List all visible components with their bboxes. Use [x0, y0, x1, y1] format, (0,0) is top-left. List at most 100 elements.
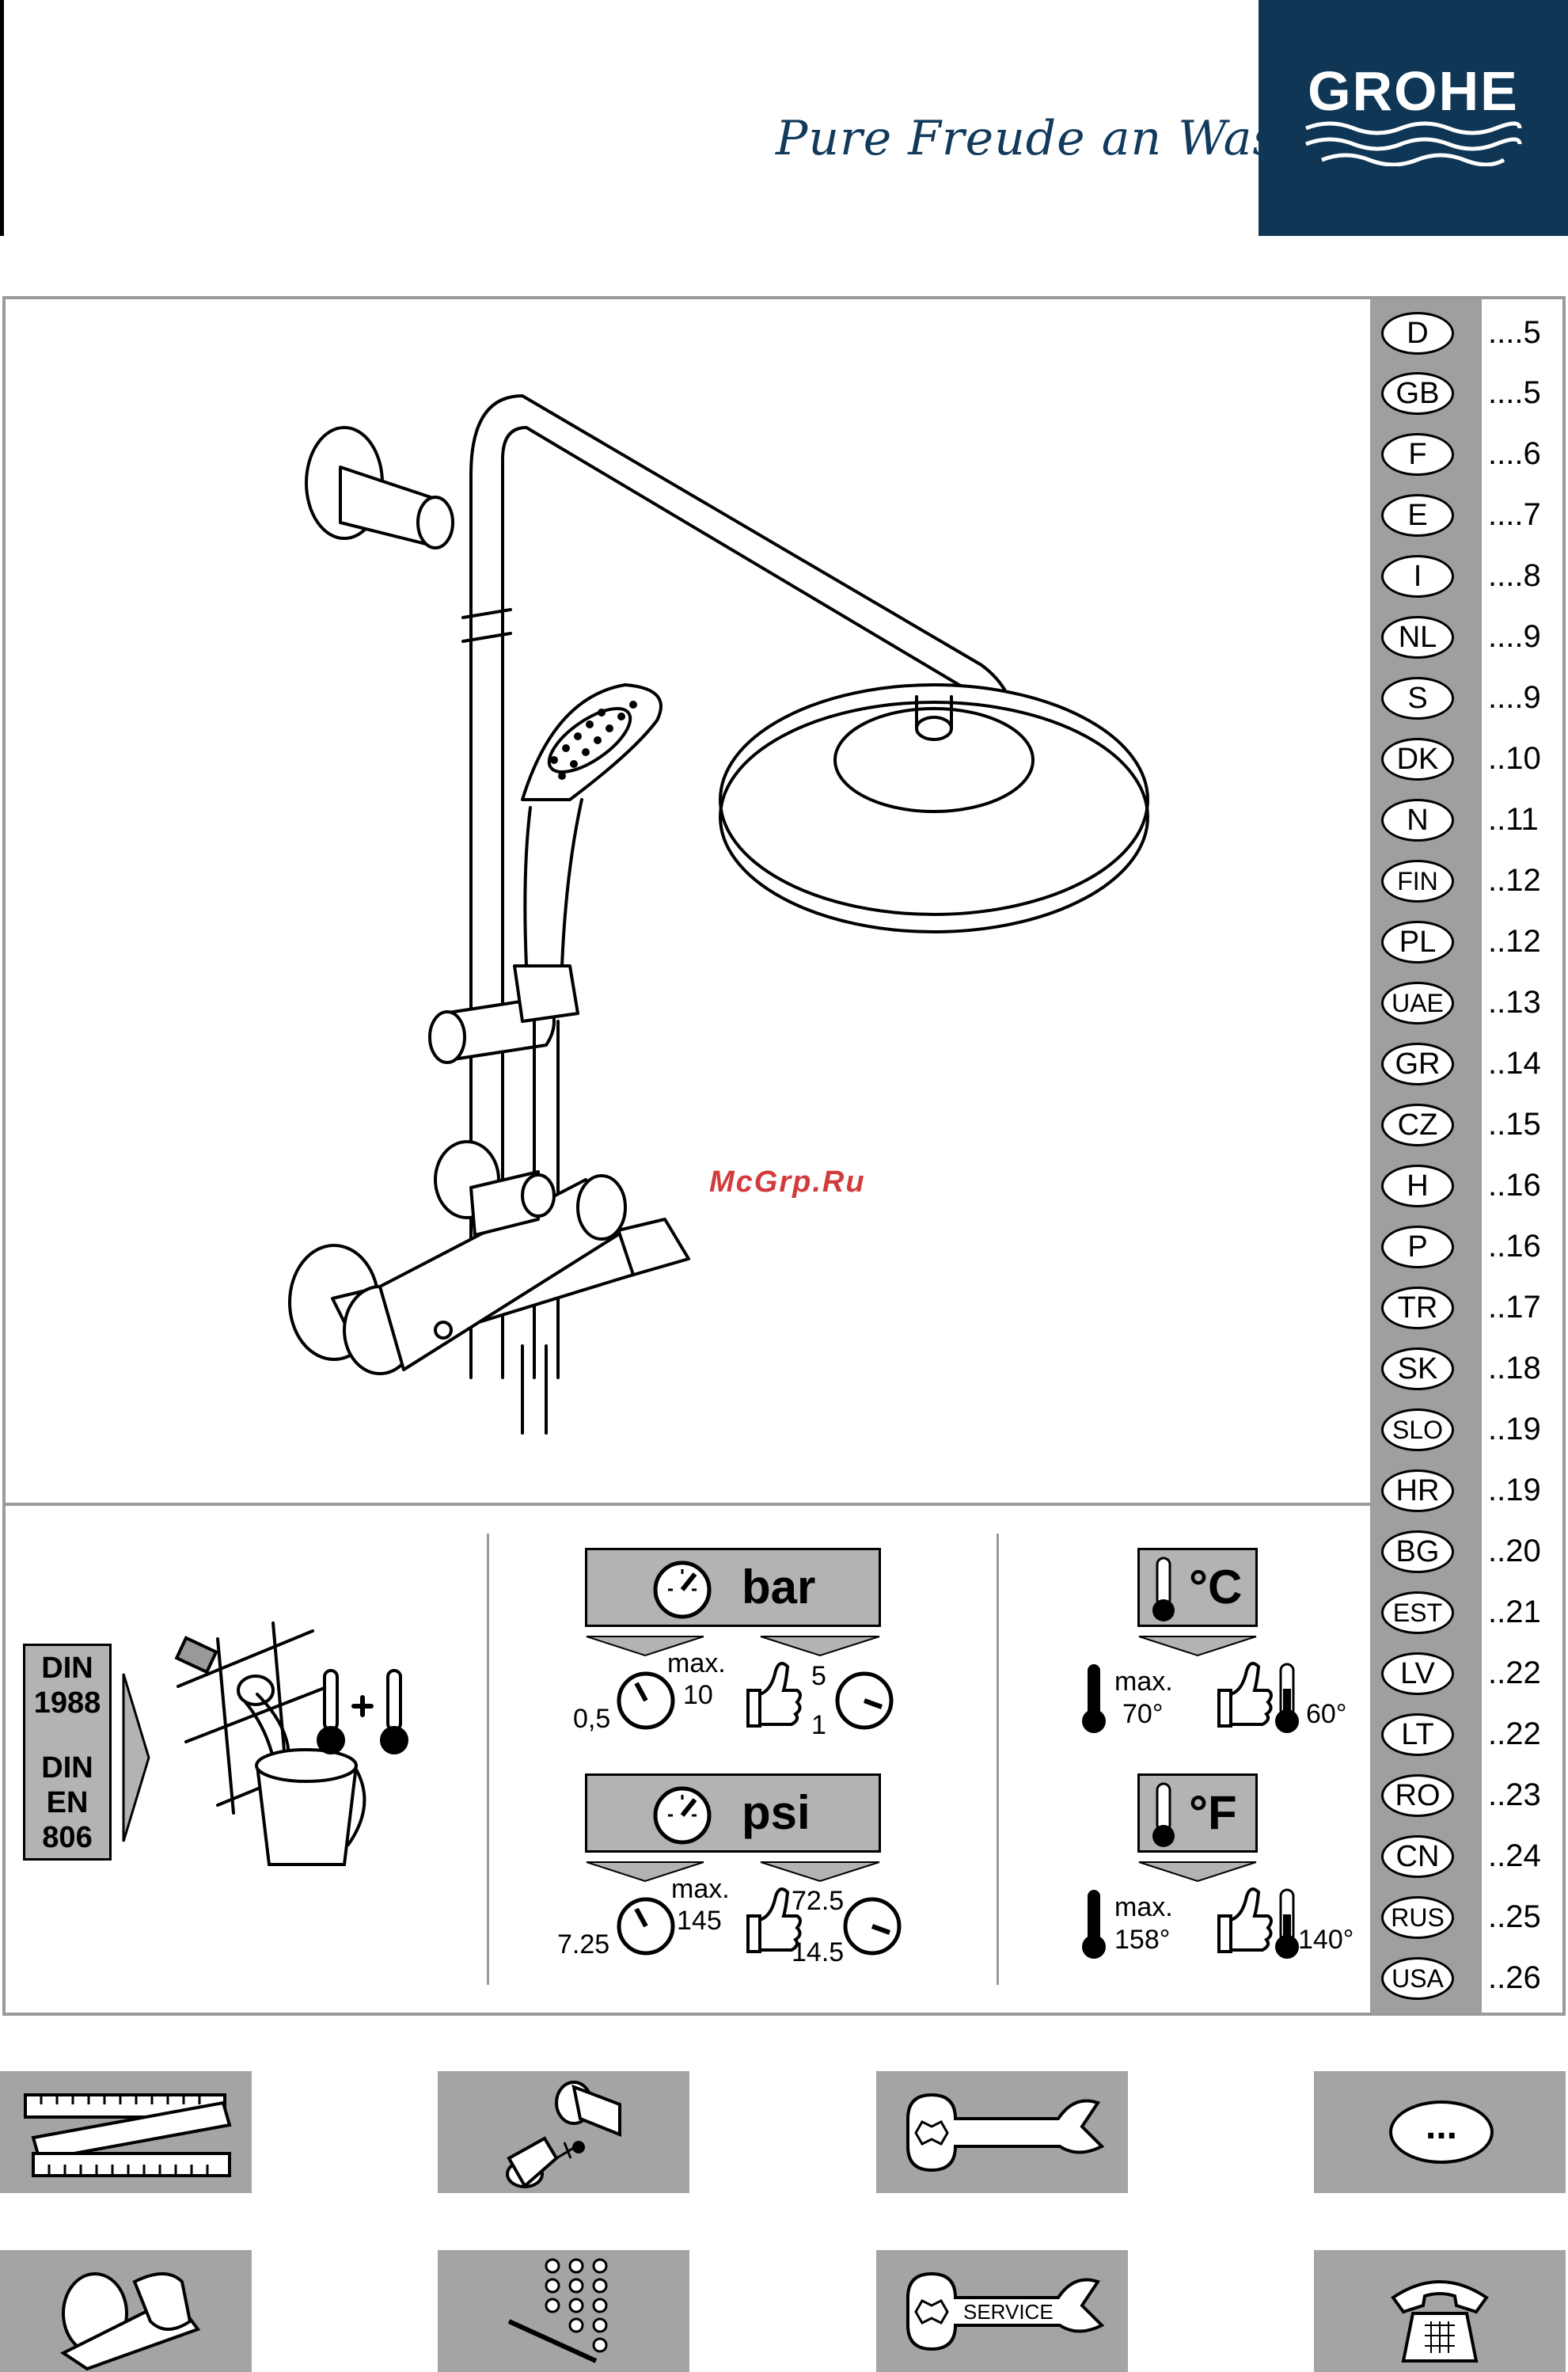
logo-waves-icon [1305, 121, 1522, 166]
lang-row-ro[interactable]: RO ..23 [1381, 1774, 1568, 1819]
celsius-max-label: max. [1114, 1667, 1173, 1697]
tile-dimensions[interactable] [0, 2071, 252, 2193]
thermometer-hot-icon [1082, 1664, 1106, 1733]
thermometer-icon [1275, 1663, 1299, 1733]
pressure-gauge-icon [617, 1671, 675, 1730]
thumbs-up-icon [746, 1887, 802, 1953]
fahrenheit-recommended: 140° [1298, 1925, 1354, 1955]
fahrenheit-max-label: max. [1114, 1892, 1173, 1922]
lang-row-usa[interactable]: USA ..26 [1381, 1957, 1568, 2001]
pressure-gauge-icon [653, 1786, 712, 1845]
tile-spare-parts[interactable] [438, 2071, 689, 2193]
lang-row-est[interactable]: EST ..21 [1381, 1591, 1568, 1636]
flush-pipes-bucket-icon [174, 1621, 408, 1866]
logo-wordmark: GROHE [1308, 60, 1519, 122]
arrow-down-icon [1138, 1636, 1257, 1657]
thumbs-up-icon [1217, 1662, 1273, 1728]
celsius-header: °C [1137, 1548, 1258, 1627]
service-wrench-icon [906, 2271, 1105, 2351]
lang-page: ..17 [1488, 1290, 1541, 1325]
lang-row-cz[interactable]: CZ ..15 [1381, 1104, 1568, 1148]
lang-row-bg[interactable]: BG ..20 [1381, 1530, 1568, 1575]
thermometer-icon [1152, 1557, 1175, 1621]
lang-row-s[interactable]: S ....9 [1381, 677, 1568, 721]
psi-unit: psi [742, 1786, 811, 1839]
more-button[interactable]: ... [1389, 2100, 1494, 2164]
lang-row-rus[interactable]: RUS ..25 [1381, 1896, 1568, 1941]
lang-row-cn[interactable]: CN ..24 [1381, 1835, 1568, 1880]
lang-page: ..16 [1488, 1229, 1541, 1264]
lang-page: ....5 [1488, 315, 1541, 350]
lang-page: ..16 [1488, 1168, 1541, 1203]
lang-code: USA [1381, 1957, 1454, 2000]
main-frame [2, 296, 1566, 2016]
tile-installation[interactable] [876, 2071, 1128, 2193]
tile-more[interactable]: ... [1314, 2071, 1566, 2193]
lang-page: ....9 [1488, 680, 1541, 715]
lang-row-n[interactable]: N ..11 [1381, 799, 1568, 843]
lang-row-pl[interactable]: PL ..12 [1381, 921, 1568, 965]
hand-operation-icon [60, 2272, 201, 2371]
din-text: DIN [41, 1751, 93, 1785]
panel-divider-2 [997, 1534, 999, 1985]
din-text: DIN [41, 1652, 93, 1685]
lang-row-slo[interactable]: SLO ..19 [1381, 1408, 1568, 1453]
bar-recommended-high: 5 [811, 1661, 826, 1691]
lang-code: H [1381, 1165, 1454, 1207]
lang-row-h[interactable]: H ..16 [1381, 1165, 1568, 1209]
lang-code: F [1381, 433, 1454, 476]
split-arrows-icon [586, 1636, 880, 1657]
thermometer-hot-icon [1082, 1890, 1106, 1959]
folding-rule-icon [24, 2093, 232, 2177]
lang-row-tr[interactable]: TR ..17 [1381, 1287, 1568, 1331]
brand-tagline: Pure Freude an Wasser [776, 111, 1356, 166]
lang-page: ..21 [1488, 1595, 1541, 1629]
lang-page: ..25 [1488, 1899, 1541, 1934]
lang-row-hr[interactable]: HR ..19 [1381, 1469, 1568, 1514]
lang-row-uae[interactable]: UAE ..13 [1381, 982, 1568, 1026]
tile-operation[interactable] [0, 2250, 252, 2372]
pressure-gauge-icon [843, 1897, 902, 1956]
pressure-gauge-icon [617, 1897, 675, 1956]
lang-page: ..14 [1488, 1046, 1541, 1081]
lang-code: EST [1381, 1591, 1454, 1634]
lang-page: ....8 [1488, 558, 1541, 593]
lang-code: E [1381, 494, 1454, 537]
bar-unit: bar [742, 1560, 816, 1614]
lang-code: I [1381, 555, 1454, 598]
lang-row-lt[interactable]: LT ..22 [1381, 1713, 1568, 1758]
lang-code: D [1381, 312, 1454, 355]
tile-service[interactable]: SERVICE [876, 2250, 1128, 2372]
lang-code: TR [1381, 1287, 1454, 1329]
lang-row-sk[interactable]: SK ..18 [1381, 1348, 1568, 1392]
pressure-gauge-icon [653, 1560, 712, 1619]
lang-row-nl[interactable]: NL ....9 [1381, 616, 1568, 660]
din-standards-box: DIN 1988 DIN EN 806 [23, 1644, 112, 1861]
lang-code: FIN [1381, 860, 1454, 903]
lang-page: ..20 [1488, 1534, 1541, 1568]
tile-cleaning[interactable] [438, 2250, 689, 2372]
service-label: SERVICE [963, 2300, 1054, 2324]
lang-row-f[interactable]: F ....6 [1381, 433, 1568, 477]
lang-row-fin[interactable]: FIN ..12 [1381, 860, 1568, 904]
tile-hotline[interactable] [1314, 2250, 1566, 2372]
lang-row-p[interactable]: P ..16 [1381, 1226, 1568, 1270]
lang-row-d[interactable]: D ....5 [1381, 312, 1568, 356]
lang-code: GR [1381, 1043, 1454, 1085]
telephone-icon [1391, 2280, 1489, 2362]
lang-row-gr[interactable]: GR ..14 [1381, 1043, 1568, 1087]
arrow-down-icon [1138, 1861, 1257, 1883]
lang-code: N [1381, 799, 1454, 842]
psi-max-value: 145 [677, 1906, 722, 1936]
lang-row-e[interactable]: E ....7 [1381, 494, 1568, 538]
celsius-recommended: 60° [1306, 1699, 1347, 1729]
lang-row-gb[interactable]: GB ....5 [1381, 372, 1568, 416]
lang-page: ....7 [1488, 497, 1541, 532]
lang-page: ..19 [1488, 1473, 1541, 1507]
lang-row-dk[interactable]: DK ..10 [1381, 738, 1568, 782]
lang-page: ..26 [1488, 1960, 1541, 1995]
bar-max-value: 10 [683, 1680, 713, 1710]
lang-row-i[interactable]: I ....8 [1381, 555, 1568, 599]
lang-row-lv[interactable]: LV ..22 [1381, 1652, 1568, 1697]
lang-code: SLO [1381, 1408, 1454, 1451]
